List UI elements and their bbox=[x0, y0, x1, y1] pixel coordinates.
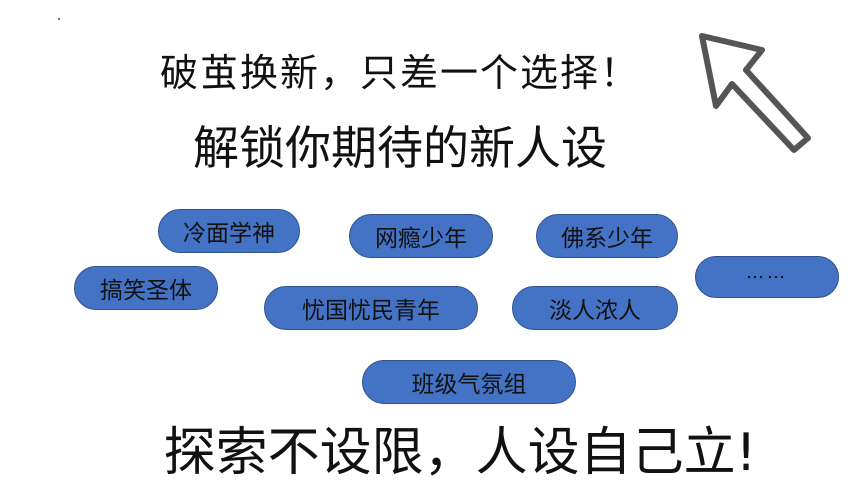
tag-pill[interactable]: 忧国忧民青年 bbox=[264, 286, 478, 330]
slide-subtitle: 破茧换新，只差一个选择！ bbox=[159, 51, 640, 95]
tag-pill[interactable]: 班级气氛组 bbox=[362, 360, 576, 404]
tag-pill[interactable]: 冷面学神 bbox=[158, 209, 300, 253]
slide-headline: 解锁你期待的新人设 bbox=[193, 121, 607, 175]
mouse-pointer-arrow-icon bbox=[699, 33, 811, 153]
decor-dot bbox=[58, 18, 60, 20]
slide-footer: 探索不设限，人设自己立! bbox=[163, 423, 757, 483]
tag-pill[interactable]: 网瘾少年 bbox=[349, 214, 493, 258]
tag-pill[interactable]: 淡人浓人 bbox=[512, 286, 678, 330]
tag-pill[interactable]: 佛系少年 bbox=[536, 214, 678, 258]
tag-pill[interactable]: 搞笑圣体 bbox=[74, 266, 218, 310]
tag-pill-ellipsis[interactable]: …… bbox=[695, 256, 839, 298]
